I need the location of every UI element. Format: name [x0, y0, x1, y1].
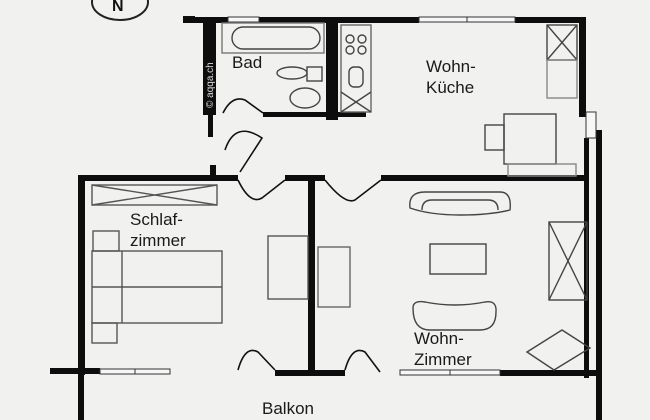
armchair-icon [412, 300, 497, 331]
compass-label: N [112, 0, 124, 15]
room-label-schlafzimmer-1: Schlaf- [130, 210, 183, 229]
walls [50, 17, 602, 420]
room-label-wohnkueche-1: Wohn- [426, 57, 476, 76]
room-label-bad: Bad [232, 53, 262, 72]
plant-stand-icon [525, 329, 592, 371]
doors [222, 98, 382, 373]
living-room-furniture [317, 191, 592, 371]
watermark: © aqqa.ch [205, 62, 216, 108]
coffee-table-icon [429, 243, 487, 275]
kitchen-fixtures [340, 24, 578, 177]
room-label-balkon: Balkon [262, 399, 314, 418]
stove-icon [345, 34, 367, 55]
bathtub-icon [231, 26, 321, 50]
bathroom-fixtures [221, 22, 325, 109]
room-label-wohnkueche-2: Küche [426, 78, 474, 97]
sofa-icon [409, 191, 511, 216]
kitchen-sink-icon [348, 66, 364, 88]
toilet-icon [276, 66, 308, 80]
bedroom-furniture [91, 184, 309, 344]
sink-icon [289, 87, 321, 109]
windows [99, 16, 597, 376]
dining-table-icon [503, 113, 557, 165]
compass-icon: N [91, 0, 149, 21]
room-label-schlafzimmer-2: zimmer [130, 231, 186, 250]
room-label-wohnzimmer-1: Wohn- [414, 329, 464, 348]
room-label-wohnzimmer-2: Zimmer [414, 350, 472, 369]
